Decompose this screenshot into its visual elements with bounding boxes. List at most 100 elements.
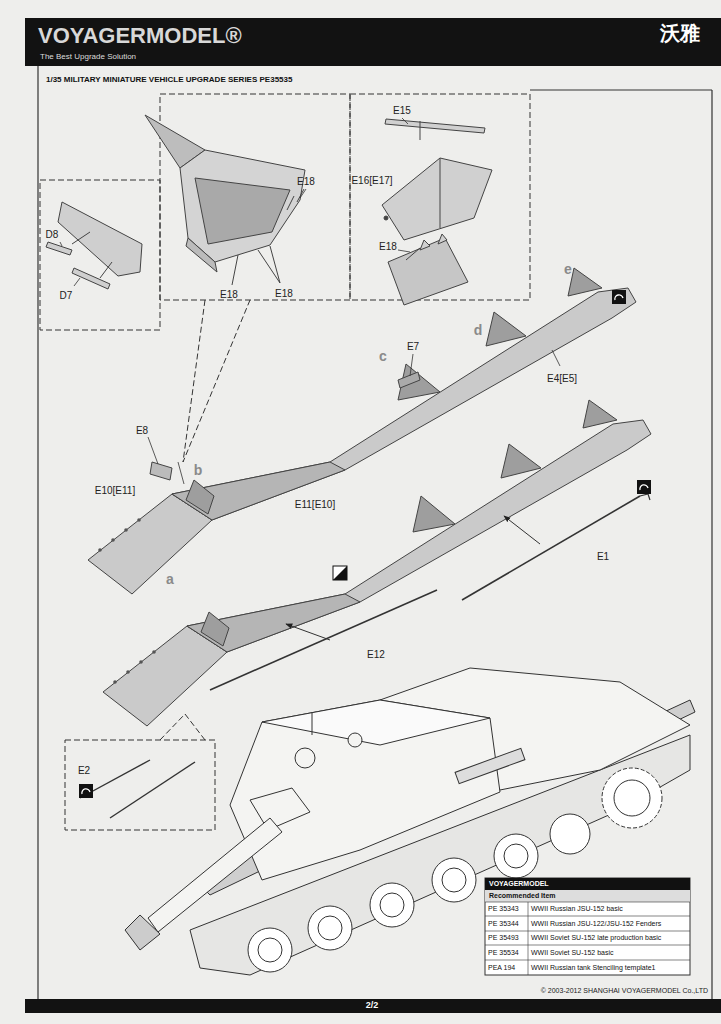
table-cell: WWII Russian JSU-122/JSU-152 Fenders: [531, 920, 661, 928]
part-number: E1: [597, 551, 609, 562]
part-number: D7: [60, 290, 73, 301]
recommended-table: [528, 902, 529, 975]
brand-text: VOYAGERMODEL®: [38, 24, 242, 48]
bend-symbol: [333, 566, 347, 580]
vehicle-drawing: [295, 748, 315, 768]
footer-text: © 2003-2012 SHANGHAI VOYAGERMODEL Co.,LT…: [541, 987, 708, 995]
part-number: d: [474, 323, 483, 338]
page-frame: [25, 999, 721, 1013]
table-cell: Recommended Item: [489, 892, 556, 900]
bend-symbol: [612, 290, 626, 304]
fender-part: [88, 494, 212, 594]
vehicle-drawing: [312, 712, 313, 735]
vehicle-drawing: [262, 700, 490, 745]
inset-part: [406, 248, 420, 260]
leader-line: [74, 278, 80, 286]
fender-part: [98, 518, 141, 552]
inset-part: [72, 268, 110, 289]
rod-part: [462, 496, 640, 600]
table-cell: PE 35534: [488, 949, 519, 957]
leader-line: [398, 250, 410, 252]
leader-line: [402, 118, 408, 124]
inset-part: [100, 262, 112, 278]
part-number: E16[E17]: [351, 175, 392, 186]
part-number: E18: [275, 288, 293, 299]
part-number: D8: [46, 229, 59, 240]
inset-part: [297, 189, 304, 202]
recommended-table: [485, 931, 690, 932]
fender-part: [124, 528, 128, 532]
fender-part: [113, 680, 117, 684]
table-cell: PE 35493: [488, 934, 519, 942]
inset-part: [186, 238, 217, 272]
table-cell: WWII Russian tank Stenciling template1: [531, 964, 656, 972]
vehicle-drawing: [318, 916, 342, 940]
table-cell: PEA 194: [488, 964, 515, 972]
detail-inset: [160, 714, 205, 740]
page-frame: [530, 89, 712, 90]
rod-part: [286, 624, 330, 640]
sheet-title: 1/35 MILITARY MINIATURE VEHICLE UPGRADE …: [46, 76, 292, 85]
inset-part: [258, 250, 280, 283]
part-number: E8: [136, 425, 148, 436]
vehicle-drawing: [148, 818, 282, 932]
inset-part: [438, 234, 447, 244]
table-cell: VOYAGERMODEL: [489, 880, 549, 888]
part-number: E15: [393, 105, 411, 116]
fender-part: [413, 496, 455, 532]
fender-part: [398, 372, 420, 388]
fender-part: [126, 670, 130, 674]
part-number: e: [564, 262, 572, 277]
inset-part: [420, 121, 421, 140]
inset-part: [180, 150, 305, 262]
vehicle-drawing: [370, 883, 414, 927]
part-number: E18: [297, 176, 315, 187]
part-number: E2: [78, 765, 90, 776]
fender-part: [172, 462, 345, 520]
inset-part: [382, 119, 492, 305]
fender-part: [186, 480, 214, 514]
part-number: E18: [220, 289, 238, 300]
part-number: E11[E10]: [295, 499, 335, 510]
recommended-table: [485, 902, 690, 903]
fender-part: [187, 594, 360, 652]
table-cell: WWII Russian JSU-152 basic: [531, 905, 623, 913]
leader-line: [410, 354, 413, 376]
table-cell: WWII Soviet SU-152 late production basic: [531, 934, 661, 942]
part-number: E7: [407, 341, 419, 352]
inset-part: [46, 202, 142, 289]
detail-inset: [40, 94, 530, 830]
fender-part: [201, 612, 229, 646]
fender-part: [187, 420, 651, 652]
vehicle-drawing: [125, 668, 695, 975]
vehicle-drawing: [308, 906, 352, 950]
inset-part: [287, 196, 294, 210]
fender-part: [113, 650, 156, 684]
vehicle-drawing: [432, 858, 476, 902]
page-frame: [25, 18, 721, 66]
fender-part: [501, 444, 541, 478]
vehicle-drawing: [550, 814, 590, 854]
fender-part: [178, 462, 184, 484]
detail-inset: [183, 300, 250, 462]
part-number: E10[E11]: [95, 485, 135, 496]
inset-part: [382, 158, 492, 240]
detail-inset: [65, 740, 215, 830]
rod-part: [210, 590, 437, 690]
part-number: c: [379, 349, 387, 364]
vehicle-drawing: [614, 780, 650, 816]
leader-line: [300, 189, 306, 198]
fender-part: [137, 518, 141, 522]
vehicle-drawing: [230, 700, 500, 880]
fender-part: [398, 364, 440, 400]
leader-line: [552, 350, 560, 366]
bend-symbol: [333, 566, 347, 580]
rod-part: [640, 494, 650, 500]
vehicle-drawing: [380, 893, 404, 917]
vehicle-drawing: [602, 768, 662, 828]
inset-part: [145, 115, 305, 285]
recommended-table: [485, 902, 690, 975]
fender-part: [103, 626, 227, 726]
leader-line: [60, 118, 560, 464]
